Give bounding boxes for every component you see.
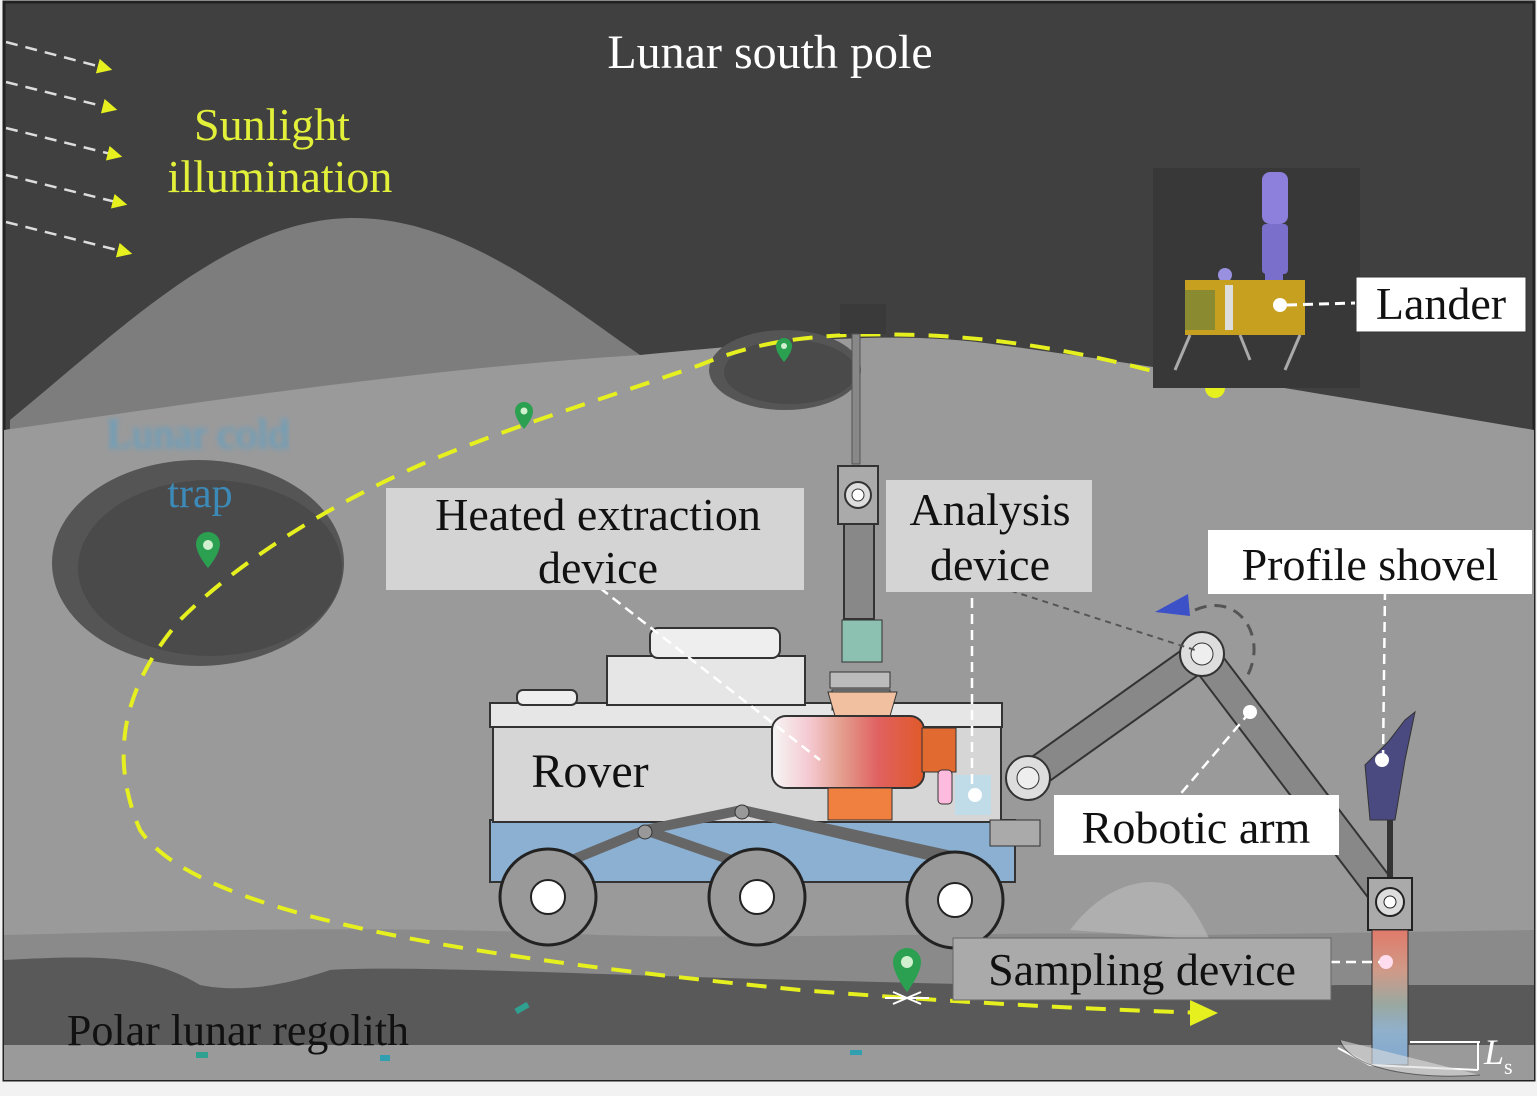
rover-traverse-path [121, 332, 1216, 1015]
sampling-device-label: Sampling device [988, 944, 1296, 995]
sunlight-arrows [5, 40, 133, 258]
regolith-label: Polar lunar regolith [67, 1006, 409, 1055]
diagram-title: Lunar south pole [607, 26, 932, 79]
lander-label: Lander [1376, 278, 1506, 329]
location-marker-icon [776, 338, 792, 362]
location-marker-icon [515, 402, 533, 429]
robotic-arm [1005, 594, 1398, 905]
lander-leader-line [1286, 301, 1356, 307]
profile-shovel-label-box [1208, 530, 1532, 594]
sunlight-label-line2: illumination [168, 151, 393, 202]
analysis-label-box [886, 480, 1092, 592]
analysis-mast [829, 304, 891, 689]
profile-shovel-label: Profile shovel [1242, 539, 1499, 590]
analysis-label-line2: device [930, 539, 1050, 590]
regolith-particle [514, 1001, 530, 1015]
regolith-particle [380, 1055, 390, 1061]
rover-label: Rover [531, 745, 648, 798]
sunlight-label-line1: Sunlight [194, 99, 350, 150]
cold-trap-label-line2: trap [167, 471, 232, 517]
heated-extraction-label-box [386, 488, 804, 590]
heated-extraction-label-line2: device [538, 542, 658, 593]
analysis-label-line1: Analysis [910, 484, 1071, 535]
robotic-arm-label-box [1054, 795, 1339, 855]
arm-reach-line [989, 583, 1196, 651]
sampling-device [1337, 877, 1481, 1077]
lander-label-box [1355, 276, 1527, 333]
robotic-arm-label: Robotic arm [1082, 802, 1311, 853]
profile-shovel [1364, 710, 1416, 878]
path-arrowhead [1190, 1000, 1218, 1026]
depth-symbol: Ls [1483, 1032, 1513, 1079]
cold-trap-crater [78, 480, 342, 656]
sampling-device-label-box [952, 937, 1332, 1001]
small-crater [724, 340, 856, 404]
regolith-particle [196, 1052, 208, 1058]
rover [489, 627, 1041, 950]
regolith-particle [850, 1050, 862, 1055]
location-marker-icon [196, 532, 220, 568]
heated-extraction-label-line1: Heated extraction [435, 489, 761, 540]
cold-trap-label-line1: Lunar cold [106, 412, 289, 458]
sample-pile [1070, 882, 1210, 940]
location-marker-icon [885, 948, 929, 1005]
regolith-layer-bottom [4, 1045, 1534, 1080]
lander [1153, 168, 1360, 388]
